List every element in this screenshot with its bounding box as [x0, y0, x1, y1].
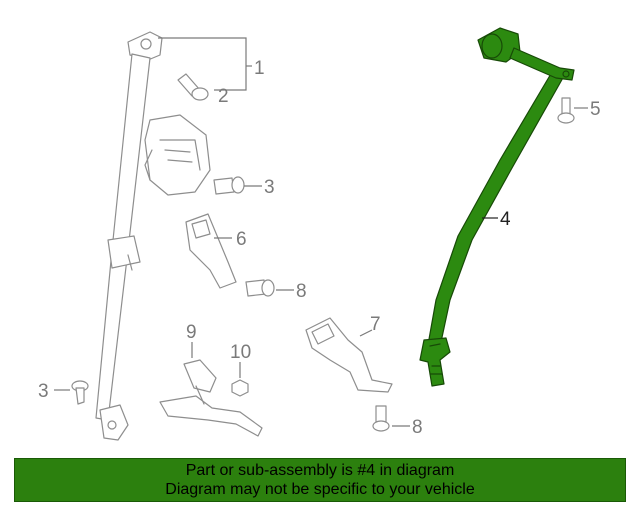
callout-6: 6: [236, 229, 247, 250]
buckle-7-slot: [311, 323, 335, 345]
belt-webbing: [95, 53, 151, 421]
bolt-2: [177, 73, 209, 101]
buckle-9-body: [183, 359, 217, 393]
buckle-7: [305, 317, 393, 393]
buckle-7-body: [305, 317, 393, 393]
belt-guide: [107, 235, 141, 269]
rear-belt-webbing: [425, 71, 565, 357]
rear-retractor-arm: [509, 47, 575, 81]
bolt-3-upper: [213, 176, 245, 195]
rear-seat-belt-highlighted: [419, 27, 575, 387]
callout-7: 7: [370, 314, 381, 335]
bolt-8-lower: [372, 405, 390, 432]
bolt-3-upper-shank: [213, 177, 235, 195]
bolt-2-head: [191, 87, 209, 101]
callout-8-upper: 8: [296, 281, 307, 302]
banner-line-1: Part or sub-assembly is #4 in diagram: [185, 462, 455, 479]
buckle-9-strap: [159, 395, 263, 437]
callout-8-lower: 8: [412, 417, 423, 438]
rear-anchor-detail: [429, 343, 443, 375]
bolt-5-shank: [561, 97, 571, 115]
buckle-6: [185, 213, 237, 289]
bolt-8-upper: [245, 279, 275, 297]
buckle-9-link: [195, 385, 205, 405]
callout-7-leader: [359, 329, 373, 337]
retractor: [144, 114, 211, 196]
rear-lower-anchor: [419, 337, 451, 387]
callout-3-upper: 3: [264, 177, 275, 198]
bolt-8-upper-head: [261, 279, 275, 297]
callout-1: 1: [254, 58, 265, 79]
buckle-9: [159, 359, 263, 437]
seat-belt-diagram: 1 2 3 3 4 5 6 7 8 8 9 10: [38, 27, 601, 441]
retractor-detail: [144, 139, 201, 181]
bolt-8-lower-shank: [375, 405, 387, 423]
info-banner: Part or sub-assembly is #4 in diagram Di…: [14, 458, 626, 502]
callouts: 1 2 3 3 4 5 6 7 8 8 9 10: [38, 37, 601, 438]
front-seat-belt-assembly: [95, 31, 211, 441]
callout-2: 2: [218, 86, 229, 107]
bolt-5: [557, 97, 575, 124]
callout-3-lower: 3: [38, 381, 49, 402]
rear-retractor-spool: [481, 33, 503, 59]
guide-tab: [127, 254, 133, 271]
banner-line-2: Diagram may not be specific to your vehi…: [165, 481, 475, 498]
lower-anchor-hole: [107, 420, 117, 430]
nut-10-body: [231, 379, 249, 397]
bolt-3-upper-head: [231, 176, 245, 194]
bolt-3-lower-shank: [75, 387, 85, 405]
buckle-6-body: [185, 213, 237, 289]
callout-9: 9: [186, 322, 197, 343]
bolt-5-head: [557, 112, 575, 124]
buckle-6-slot: [191, 219, 211, 239]
anchor-hole: [140, 38, 152, 50]
callout-5: 5: [590, 99, 601, 120]
callout-4: 4: [500, 209, 511, 230]
nut-10: [231, 379, 249, 397]
callout-10: 10: [230, 342, 251, 363]
bolt-8-lower-head: [372, 420, 390, 432]
rear-retractor-hole: [562, 70, 570, 78]
bolt-3-lower: [71, 380, 89, 405]
callout-1-bracket: [158, 37, 247, 91]
